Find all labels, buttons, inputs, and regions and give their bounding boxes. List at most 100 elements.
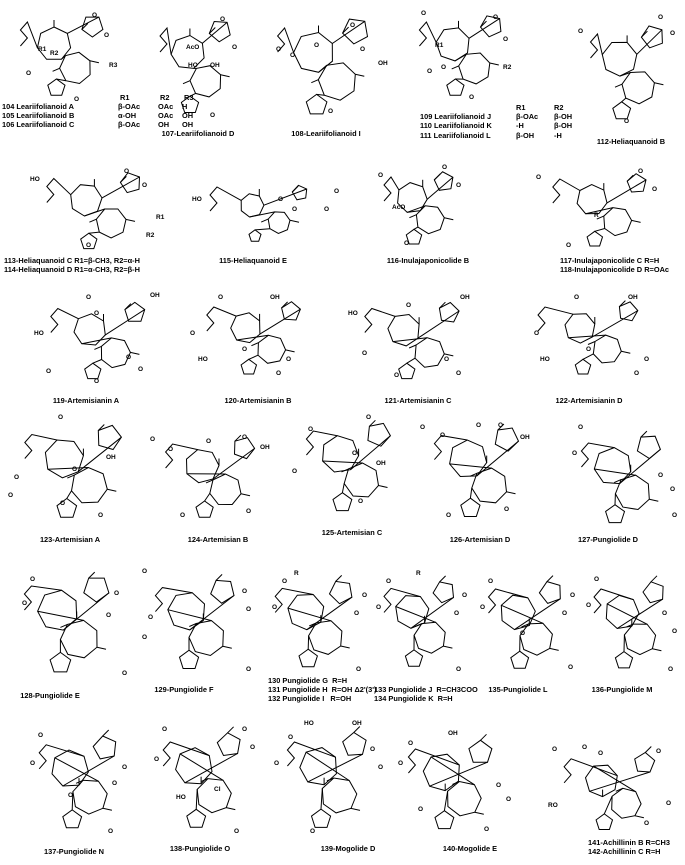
bond-line [415,205,445,235]
compound-label: 128-Pungiolide E [20,691,80,700]
lactone-o: O [418,806,424,813]
bond-line [305,93,328,115]
bond-line [70,184,103,217]
bond-line [46,177,72,203]
structure-129: O O O O O O [142,564,254,676]
bond-line [474,811,484,815]
bond-line [240,493,251,497]
bond-line [613,479,622,484]
ketone-o: O [362,350,368,357]
bond-line [479,15,502,38]
bond-line [584,764,618,798]
lactone-o: O [578,424,584,431]
bond-line [537,306,574,332]
bond-line [468,18,500,39]
bond-line [489,62,499,66]
bond-line [167,609,212,622]
bond-line [593,588,634,614]
lactone-o: O [22,600,28,607]
bond-line [227,726,234,734]
bond-line [119,172,141,194]
bond-line [88,571,96,579]
lactone-o: O [598,750,604,757]
bond-line [62,592,110,631]
bond-line [593,765,636,793]
bond-line [305,430,338,456]
oh-group: OH [210,62,220,69]
bond-line [189,65,222,98]
bond-line [574,358,592,375]
bond-line [433,435,468,460]
bond-line [564,313,596,344]
bond-line [585,207,614,215]
ketone-o: O [456,666,462,673]
lactone-o: O [398,760,404,767]
lactone-o: O [250,744,256,751]
lactone-o: O [242,588,248,595]
compound-label: 119-Artemisianin A [52,396,120,405]
bond-line [497,423,505,431]
bond-line [180,95,200,113]
bond-line [38,744,85,770]
skeleton-drawing [589,25,664,120]
bond-line [546,575,554,582]
skeleton-drawing [50,301,146,380]
structure-130-132: R O O O O O [262,566,372,674]
ketone-o: O [484,826,490,833]
table-cell: OAc [158,102,174,111]
bond-line [460,497,481,517]
ho-group: HO [192,196,202,203]
table-cell: OAc [158,111,174,121]
bond-line [487,588,529,614]
bond-line [439,301,446,309]
structure-136: O O O O O [582,566,682,676]
epoxide-o: O [520,630,526,637]
lactone-o: O [142,182,148,189]
bond-line [407,748,460,774]
bond-line [408,344,417,349]
bond-line [188,620,224,657]
oh-group: OH [376,460,386,467]
compound-label: 122-Artemisianin D [555,396,623,405]
o-atom: O [276,46,282,53]
bond-line [471,467,508,504]
lactone-o: O [308,426,314,433]
bond-line [287,607,332,622]
bond-line [215,574,223,581]
bond-line [430,756,475,786]
bond-line [56,78,66,82]
oh-group: OH [628,294,638,301]
structure-137: O O O O O O [26,720,136,836]
bond-line [417,310,460,339]
bond-line [606,179,647,204]
bond-line [650,575,658,583]
lactone-o: O [148,614,154,621]
bond-line [480,20,487,28]
bond-line [72,779,108,815]
lactone-o: O [493,14,499,21]
r1-atom: R1 [156,214,165,221]
bond-line [521,623,529,628]
bond-line [178,649,200,669]
lactone-o: O [282,578,288,585]
bond-line [289,219,300,223]
compound-label: 137-Pungiolide N [44,847,104,856]
ho-group: HO [34,330,44,337]
ketone-o: O [234,828,240,835]
bond-line [621,71,655,105]
lactone-o: O [124,168,130,175]
o-atom: O [242,346,248,353]
lactone-o: O [74,96,80,103]
structure-117-118: O O O R O [536,162,676,252]
o-atom: O [314,42,320,49]
bond-line [621,97,627,103]
bond-line [340,645,350,649]
oh-group: OH [260,444,270,451]
lactone-o: O [408,740,414,747]
bond-line [433,171,454,191]
bond-line [476,440,519,477]
r3-atom: R3 [109,62,118,69]
lactone-o: O [360,46,366,53]
compound-label: 139-Mogolide D [320,844,376,853]
